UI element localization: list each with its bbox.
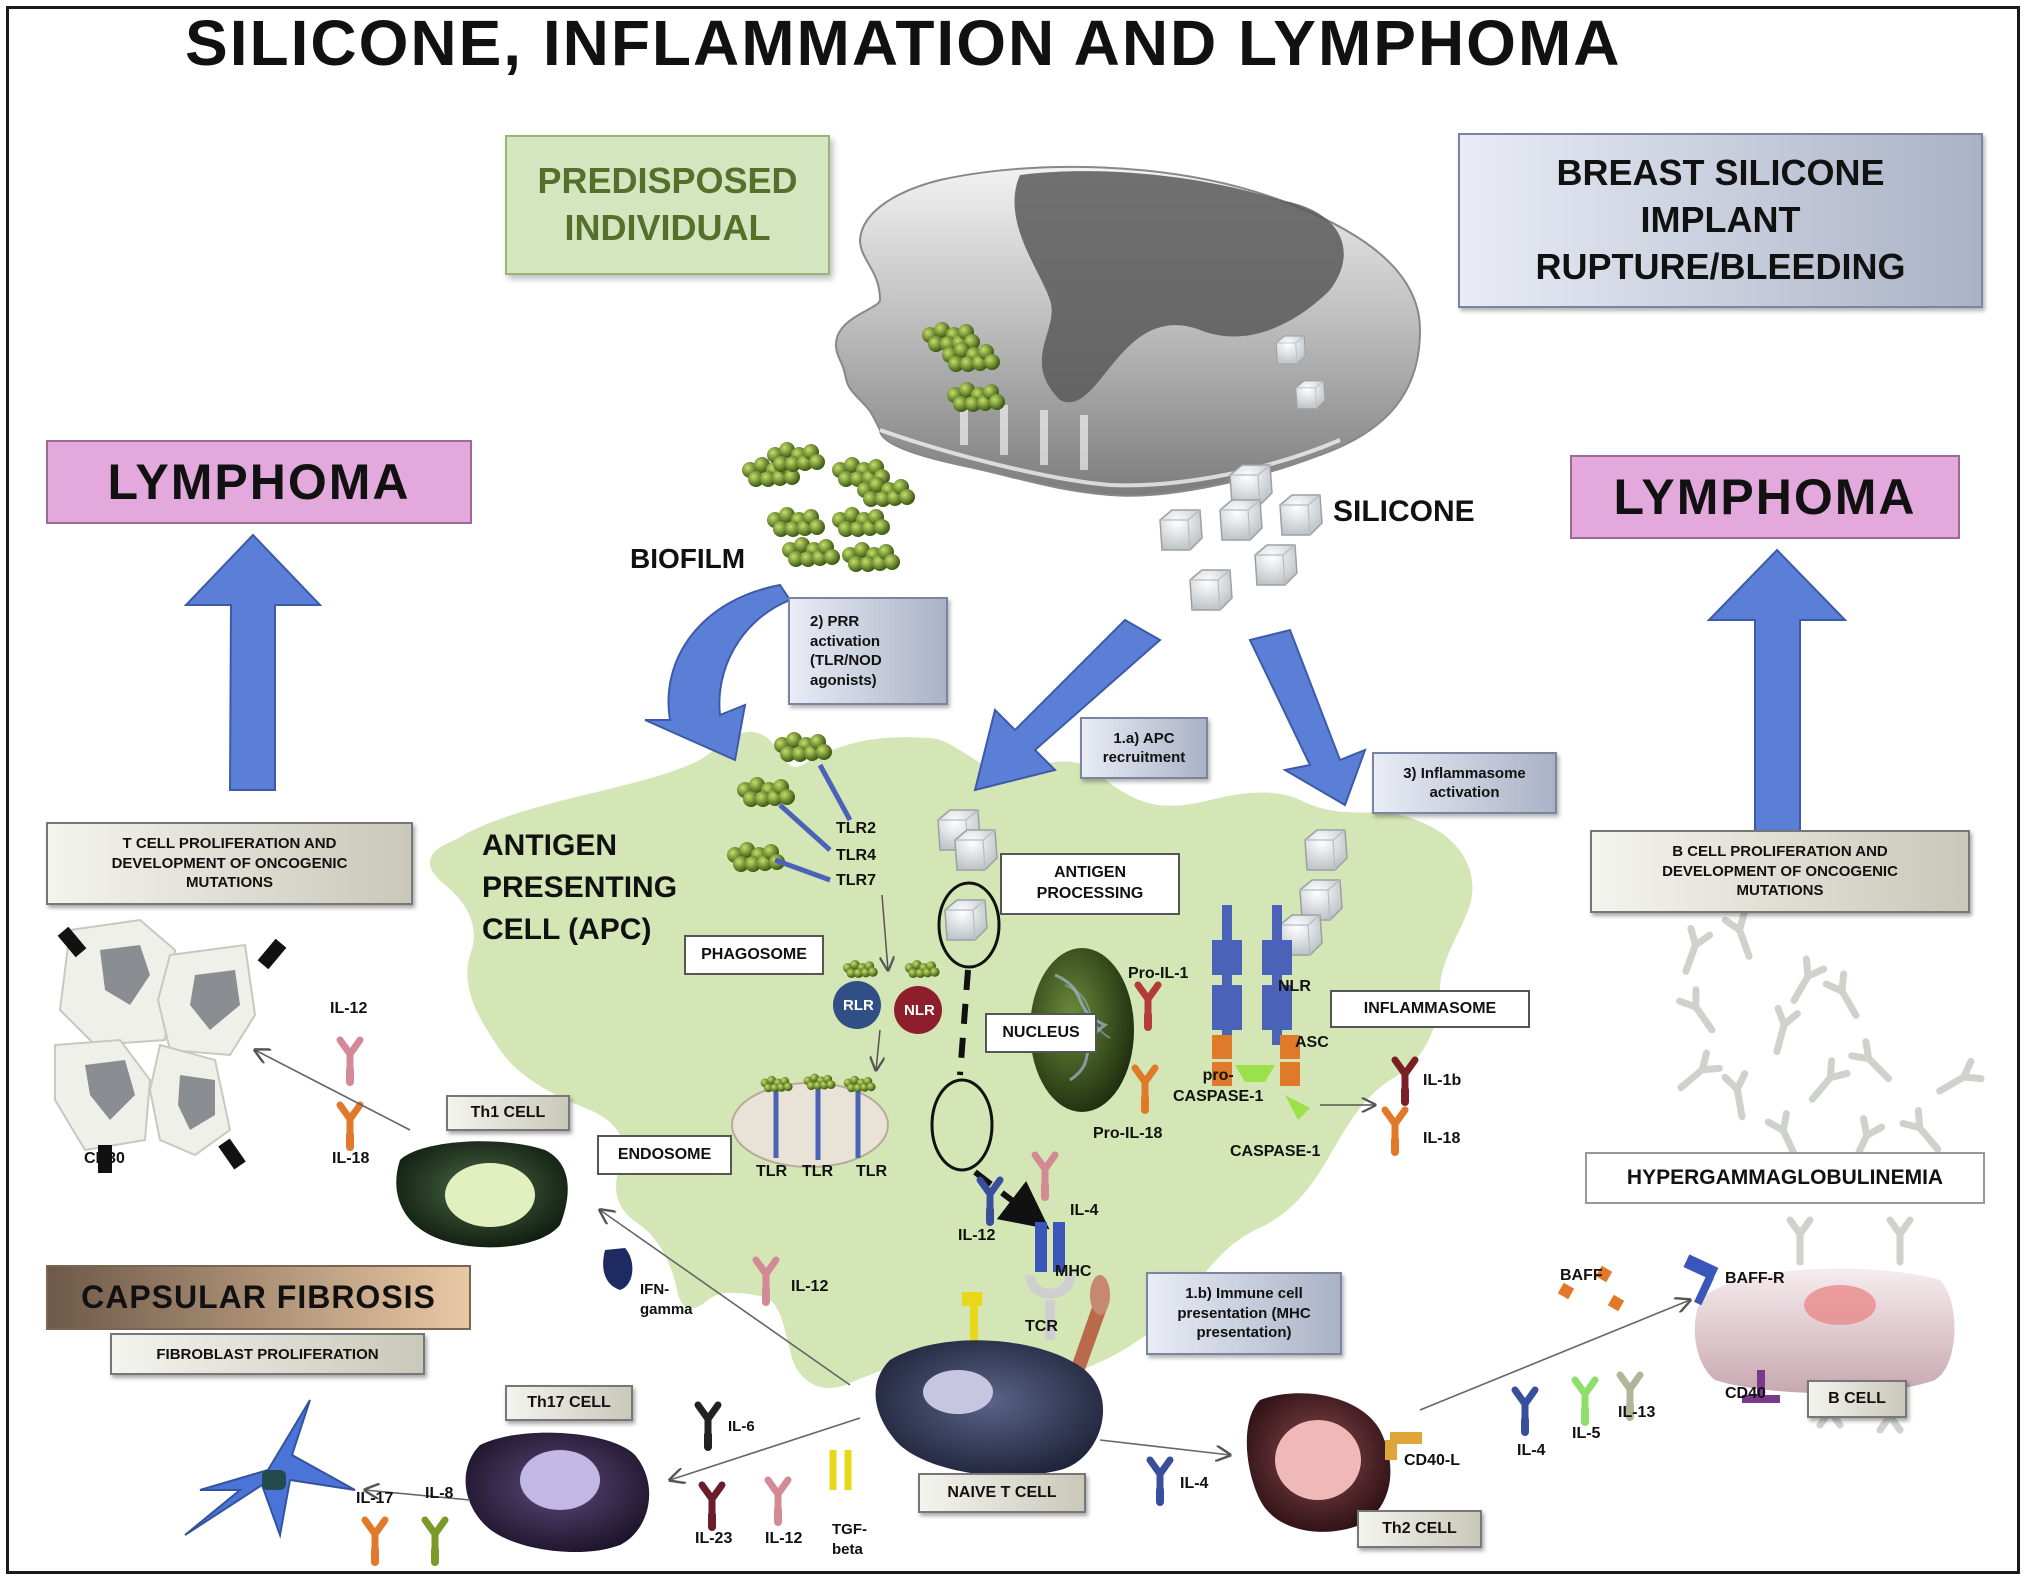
tlr7-label: TLR7 — [836, 872, 876, 889]
cd40l-label: CD40-L — [1404, 1452, 1461, 1469]
il13-label: IL-13 — [1618, 1404, 1656, 1421]
silicone-label: SILICONE — [1333, 495, 1475, 528]
endosome — [731, 1073, 889, 1168]
capsular-fibrosis-box: CAPSULAR FIBROSIS — [46, 1265, 471, 1330]
nlr-label: NLR — [1278, 978, 1311, 995]
hypergammaglobulinemia-box: HYPERGAMMAGLOBULINEMIA — [1585, 1152, 1985, 1204]
inflammasome-complex — [1212, 905, 1375, 1120]
endosome-tlr-label-2: TLR — [802, 1163, 834, 1180]
baff-r-label: BAFF-R — [1725, 1270, 1785, 1287]
lymphoma-box-right: LYMPHOMA — [1570, 455, 1960, 539]
tgf-beta-label: TGF- beta — [832, 1521, 867, 1558]
naive-t-cell-label: NAIVE T CELL — [918, 1473, 1086, 1513]
cd30-label: CD30 — [84, 1150, 125, 1167]
cd40-label: CD40 — [1725, 1385, 1766, 1402]
apc-cell-body — [429, 731, 1473, 1389]
t-cell-proliferation-box: T CELL PROLIFERATION AND DEVELOPMENT OF … — [46, 822, 413, 905]
fibroblast-proliferation-box: FIBROBLAST PROLIFERATION — [110, 1333, 425, 1375]
phagosome-box: PHAGOSOME — [684, 935, 824, 975]
b-cell — [1557, 1220, 1955, 1430]
il1b-label: IL-1b — [1423, 1072, 1462, 1089]
il8-label: IL-8 — [425, 1485, 454, 1502]
mhc-tcr-complex — [962, 1222, 1110, 1370]
tlr-receptors — [727, 732, 888, 1070]
th17-cell — [465, 1432, 650, 1553]
implant-rupture-box: BREAST SILICONE IMPLANT RUPTURE/BLEEDING — [1458, 133, 1983, 308]
pro-il1-label: Pro-IL-1 — [1128, 965, 1189, 982]
th1-cell-label: Th1 CELL — [446, 1095, 570, 1131]
mhc-label: MHC — [1055, 1263, 1092, 1280]
rlr-label: RLR — [843, 997, 874, 1014]
ifn-gamma-label: IFN- gamma — [640, 1281, 693, 1318]
th2-cell — [1246, 1393, 1422, 1532]
nlr-circle-label: NLR — [904, 1002, 935, 1019]
outer-frame — [6, 6, 2020, 1574]
fibroblast — [184, 1399, 356, 1539]
inflammasome-activation-box: 3) Inflammasome activation — [1372, 752, 1557, 814]
endosome-box: ENDOSOME — [597, 1135, 732, 1175]
tlr4-label: TLR4 — [836, 847, 876, 864]
b-cell-label: B CELL — [1807, 1380, 1907, 1418]
endosome-tlr-label-1: TLR — [756, 1163, 788, 1180]
il12-apc-label: IL-12 — [958, 1227, 996, 1244]
il23-label: IL-23 — [695, 1530, 733, 1547]
il18-right-label: IL-18 — [1423, 1130, 1461, 1147]
il12-left-label: IL-12 — [330, 1000, 368, 1017]
nucleus-box: NUCLEUS — [985, 1013, 1097, 1053]
tcr-label: TCR — [1025, 1318, 1058, 1335]
biofilm-clusters — [742, 442, 915, 572]
antigen-processing-box: ANTIGEN PROCESSING — [1000, 853, 1180, 915]
tlr2-label: TLR2 — [836, 820, 876, 837]
immune-cell-presentation-box: 1.b) Immune cell presentation (MHC prese… — [1146, 1272, 1342, 1355]
apc-label: ANTIGEN PRESENTING CELL (APC) — [482, 829, 678, 946]
b-cell-proliferation-box: B CELL PROLIFERATION AND DEVELOPMENT OF … — [1590, 830, 1970, 913]
il4-apc-label: IL-4 — [1070, 1202, 1099, 1219]
caspase-label: CASPASE-1 — [1230, 1143, 1321, 1160]
inflammasome-box: INFLAMMASOME — [1330, 990, 1530, 1028]
pathway-arrows — [255, 1050, 1690, 1501]
il18-left-label: IL-18 — [332, 1150, 370, 1167]
il12-bottom-label: IL-12 — [765, 1530, 803, 1547]
il17-label: IL-17 — [356, 1490, 394, 1507]
apc-recruitment-box: 1.a) APC recruitment — [1080, 717, 1208, 779]
predisposed-individual-box: PREDISPOSED INDIVIDUAL — [505, 135, 830, 275]
th2-cell-label: Th2 CELL — [1357, 1510, 1482, 1548]
il5-label: IL-5 — [1572, 1425, 1601, 1442]
antigen-processing-path — [930, 881, 1050, 1230]
th17-cell-label: Th17 CELL — [505, 1385, 633, 1421]
lymphoma-cells — [54, 918, 287, 1173]
il6-label: IL-6 — [728, 1418, 755, 1435]
baff-label: BAFF — [1560, 1267, 1603, 1284]
pro-caspase-label: pro- CASPASE-1 — [1173, 1067, 1264, 1105]
pro-il18-label: Pro-IL-18 — [1093, 1125, 1163, 1142]
biofilm-label: BIOFILM — [630, 543, 746, 574]
immunoglobulins — [1674, 913, 1981, 1165]
asc-label: ASC — [1295, 1034, 1329, 1051]
lymphoma-box-left: LYMPHOMA — [46, 440, 472, 524]
rlr-nlr-receptors — [833, 960, 942, 1034]
prr-activation-box: 2) PRR activation (TLR/NOD agonists) — [788, 597, 948, 705]
fibroblast-nucleus — [262, 1470, 286, 1490]
blue-arrows — [183, 533, 1848, 836]
cytokine-glyphs — [340, 985, 1640, 1562]
il12-mid-label: IL-12 — [791, 1278, 829, 1295]
page-title: SILICONE, INFLAMMATION AND LYMPHOMA — [185, 7, 1622, 79]
il4-bottom-label: IL-4 — [1180, 1475, 1209, 1492]
endosome-tlr-label-3: TLR — [856, 1163, 888, 1180]
naive-t-cell — [875, 1340, 1104, 1476]
th1-cell — [396, 1141, 568, 1248]
silicone-implant — [835, 165, 1422, 497]
il4-b-label: IL-4 — [1517, 1442, 1546, 1459]
